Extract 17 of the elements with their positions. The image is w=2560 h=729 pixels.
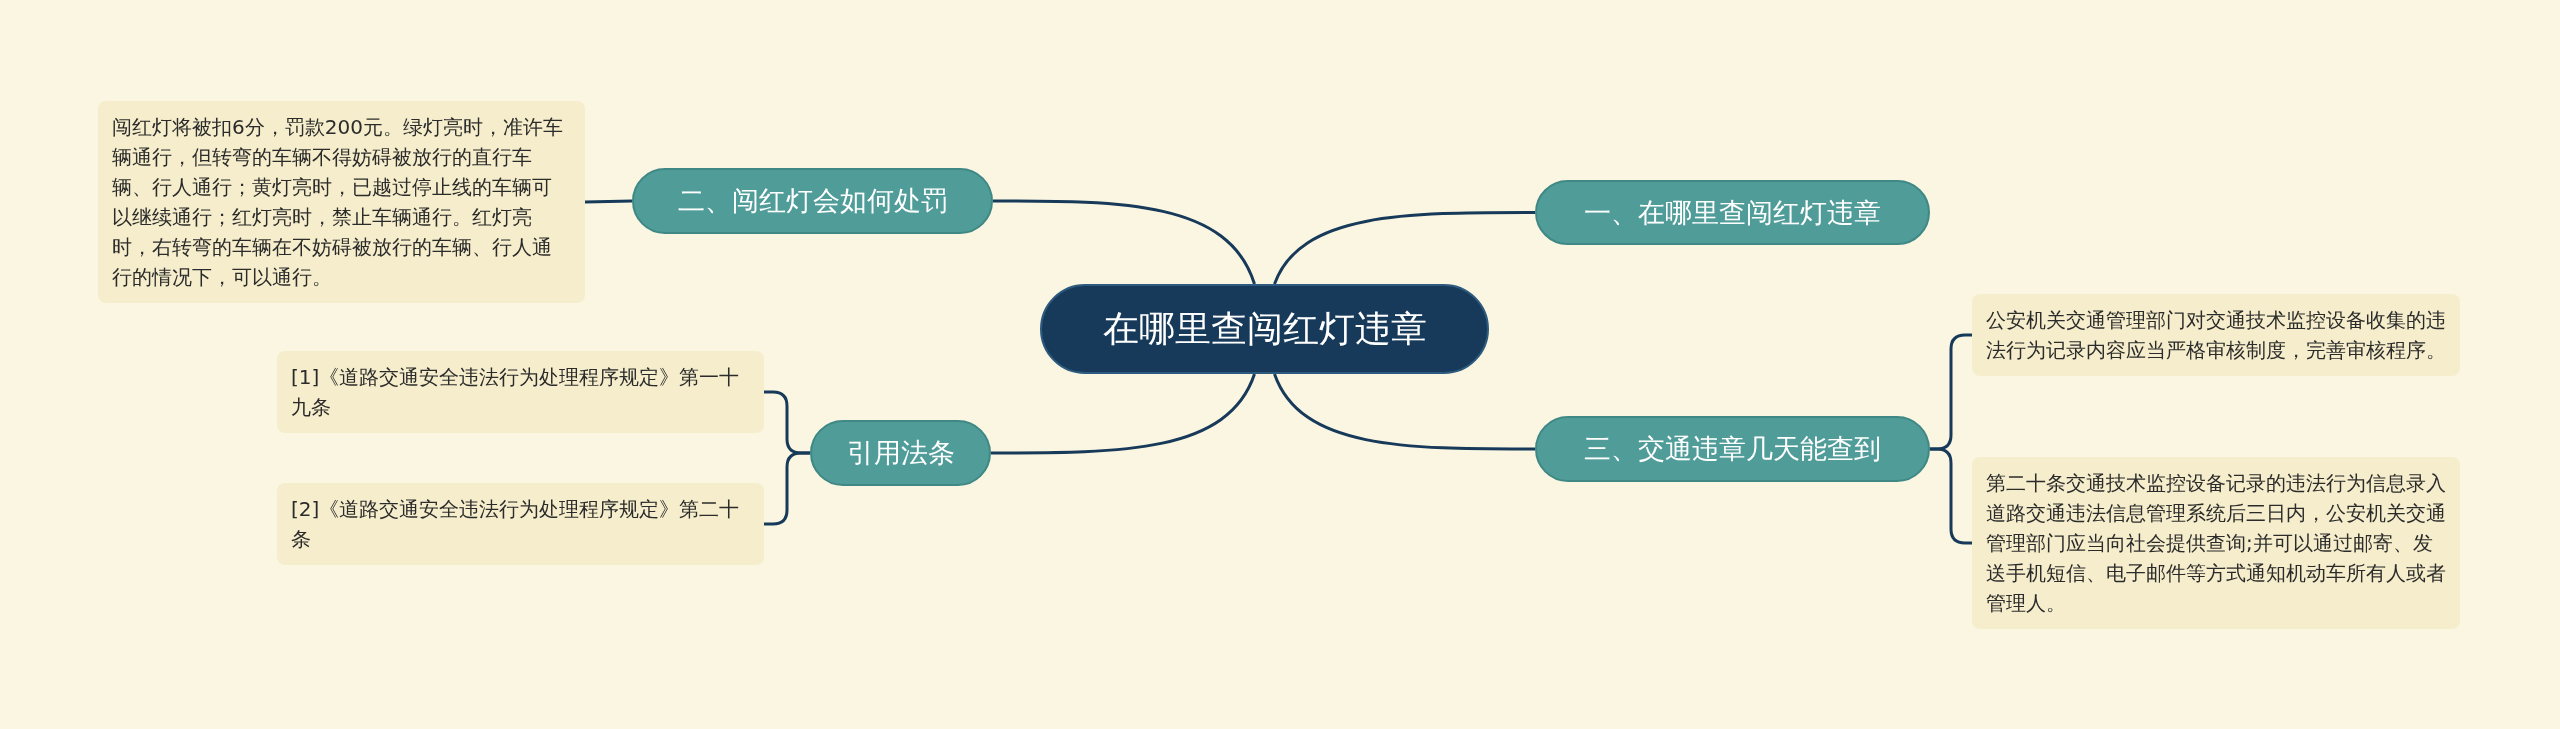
note-card: [2]《道路交通安全违法行为处理程序规定》第二十条: [277, 483, 764, 565]
connector-line: [991, 373, 1256, 455]
note-card: 第二十条交通技术监控设备记录的违法行为信息录入道路交通违法信息管理系统后三日内，公安机关交通管理部门应当向社会提供查询;并可以通过邮寄、发送手机短信、电子邮件等方式通知机动车所有人或者管理人。: [1972, 457, 2460, 629]
connector-line: [764, 451, 810, 526]
branch-topic: 三、交通违章几天能查到: [1535, 416, 1930, 482]
note-card: 闯红灯将被扣6分，罚款200元。绿灯亮时，准许车辆通行，但转弯的车辆不得妨碍被放行的直行车辆、行人通行；黄灯亮时，已越过停止线的车辆可以继续通行；红灯亮时，禁止车辆通行。红灯亮时，右转弯的车辆在不妨碍被放行的车辆、行人通行的情况下，可以通行。: [98, 101, 585, 303]
note-card: [1]《道路交通安全违法行为处理程序规定》第一十九条: [277, 351, 764, 433]
central-topic: 在哪里查闯红灯违章: [1040, 284, 1489, 374]
branch-topic: 引用法条: [810, 420, 991, 486]
connector-line: [1273, 211, 1535, 285]
branch-topic: 一、在哪里查闯红灯违章: [1535, 180, 1930, 245]
branch-topic: 二、闯红灯会如何处罚: [632, 168, 993, 234]
connector-line: [993, 199, 1256, 285]
connector-line: [1273, 373, 1535, 451]
note-card: 公安机关交通管理部门对交通技术监控设备收集的违法行为记录内容应当严格审核制度，完善审核程序。: [1972, 294, 2460, 376]
connector-line: [1930, 447, 1972, 545]
connector-line: [584, 199, 633, 204]
